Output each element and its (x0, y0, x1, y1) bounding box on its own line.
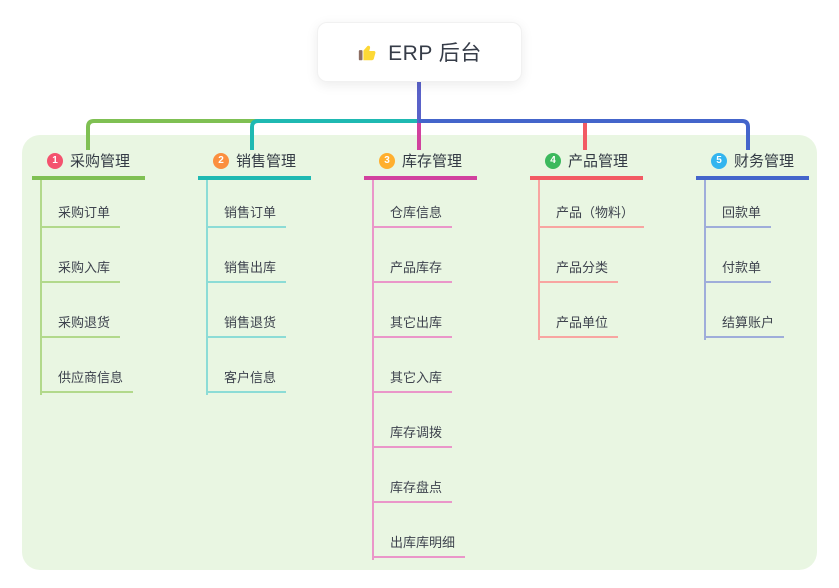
child-node-库存盘点[interactable]: 库存盘点 (372, 479, 453, 503)
child-node-产品（物料）[interactable]: 产品（物料） (538, 204, 645, 228)
branch-number-badge: 5 (710, 152, 727, 169)
child-node-供应商信息[interactable]: 供应商信息 (40, 369, 134, 393)
thumbs-up-icon (357, 41, 379, 63)
child-node-库存调拨[interactable]: 库存调拨 (372, 424, 453, 448)
branch-number-badge: 3 (378, 152, 395, 169)
branch-label: 销售管理 (235, 153, 296, 170)
branch-label: 采购管理 (69, 153, 130, 170)
branch-number-badge: 2 (212, 152, 229, 169)
child-node-销售退货[interactable]: 销售退货 (206, 314, 287, 338)
root-node[interactable]: ERP 后台 (317, 22, 522, 82)
child-connector-line (372, 180, 374, 560)
branch-node-库存管理[interactable]: 3 库存管理 (364, 145, 477, 180)
root-node-title: ERP 后台 (388, 42, 482, 65)
child-node-结算账户[interactable]: 结算账户 (704, 314, 785, 338)
child-node-产品分类[interactable]: 产品分类 (538, 259, 619, 283)
child-connector-line (40, 180, 42, 395)
child-node-客户信息[interactable]: 客户信息 (206, 369, 287, 393)
child-node-仓库信息[interactable]: 仓库信息 (372, 204, 453, 228)
branch-number-badge: 1 (46, 152, 63, 169)
branch-node-销售管理[interactable]: 2 销售管理 (198, 145, 311, 180)
child-node-回款单[interactable]: 回款单 (704, 204, 772, 228)
child-connector-line (704, 180, 706, 340)
child-node-采购退货[interactable]: 采购退货 (40, 314, 121, 338)
child-connector-line (538, 180, 540, 340)
branch-number-badge: 4 (544, 152, 561, 169)
child-node-出库库明细[interactable]: 出库库明细 (372, 534, 466, 558)
child-node-付款单[interactable]: 付款单 (704, 259, 772, 283)
child-node-采购订单[interactable]: 采购订单 (40, 204, 121, 228)
child-node-销售出库[interactable]: 销售出库 (206, 259, 287, 283)
child-node-其它出库[interactable]: 其它出库 (372, 314, 453, 338)
child-connector-line (206, 180, 208, 395)
branch-node-采购管理[interactable]: 1 采购管理 (32, 145, 145, 180)
branch-label: 财务管理 (733, 153, 794, 170)
branch-label: 库存管理 (401, 153, 462, 170)
child-node-其它入库[interactable]: 其它入库 (372, 369, 453, 393)
child-node-产品库存[interactable]: 产品库存 (372, 259, 453, 283)
child-node-产品单位[interactable]: 产品单位 (538, 314, 619, 338)
branch-label: 产品管理 (567, 153, 628, 170)
branch-node-财务管理[interactable]: 5 财务管理 (696, 145, 809, 180)
child-node-采购入库[interactable]: 采购入库 (40, 259, 121, 283)
child-node-销售订单[interactable]: 销售订单 (206, 204, 287, 228)
background-panel (22, 135, 817, 570)
branch-node-产品管理[interactable]: 4 产品管理 (530, 145, 643, 180)
